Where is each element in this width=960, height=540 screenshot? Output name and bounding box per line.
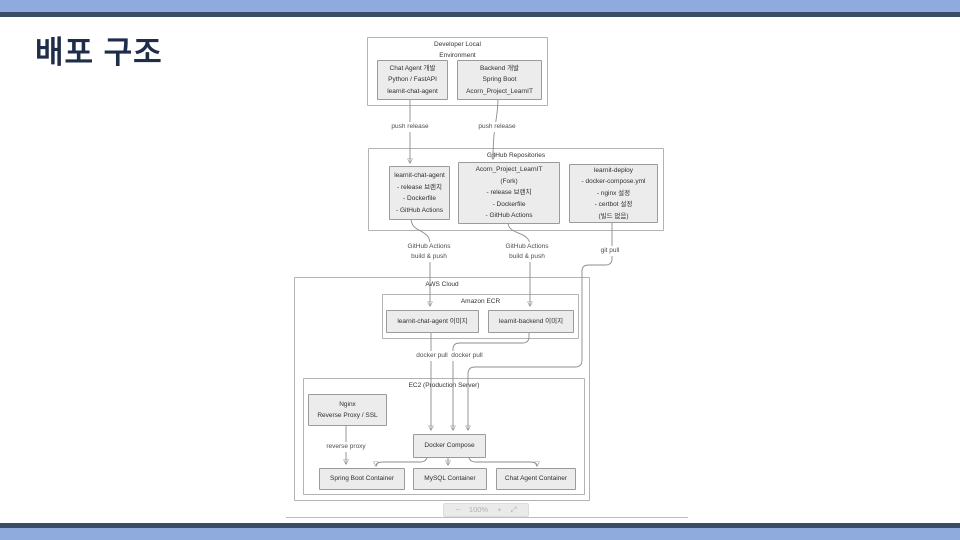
group-title: AWS Cloud: [425, 281, 459, 288]
label-github-actions-1: GitHub Actions build & push: [405, 242, 453, 262]
label-reverse-proxy: reverse proxy: [324, 442, 368, 452]
bottom-bar-light: [0, 528, 960, 540]
text-line: learnit-backend 이미지: [498, 317, 564, 325]
page-title: 배포 구조: [35, 35, 163, 70]
text-line: Spring Boot: [482, 76, 517, 84]
label-docker-pull-1: docker pull: [414, 351, 450, 361]
text-line: Python / FastAPI: [388, 76, 437, 84]
text-line: MySQL Container: [424, 475, 476, 483]
bottom-bar-accent: [0, 523, 960, 528]
text-line: Docker Compose: [424, 442, 475, 450]
text-line: Acorn_Project_LearnIT: [466, 87, 533, 95]
text-line: Acorn_Project_LearnIT: [475, 166, 543, 174]
text-line: Spring Boot Container: [330, 475, 394, 483]
node-repo-learnit-deploy: learnit-deploy - docker-compose.yml - ng…: [569, 164, 658, 223]
text-line: Backend 개발: [479, 64, 520, 72]
node-chat-agent-container: Chat Agent Container: [496, 468, 576, 490]
label-push-release-2: push release: [476, 122, 518, 132]
top-bar-light: [0, 0, 960, 12]
text-line: - Dockerfile: [403, 195, 436, 202]
text-line: GitHub Actions: [407, 243, 451, 250]
group-title: GitHub Repositories: [486, 152, 546, 159]
text-line: learnit-deploy: [593, 166, 634, 174]
group-title-line: Environment: [439, 51, 476, 59]
zoom-in-button[interactable]: +: [497, 505, 502, 514]
node-ecr-backend-image: learnit-backend 이미지: [488, 310, 574, 333]
text-line: Chat Agent 개발: [389, 64, 436, 72]
node-repo-acorn-project: Acorn_Project_LearnIT (Fork) - release 브…: [458, 162, 560, 224]
zoom-level: 100%: [468, 505, 489, 514]
node-nginx: Nginx Reverse Proxy / SSL: [308, 394, 387, 426]
text-line: GitHub Actions: [505, 243, 549, 250]
node-spring-boot-container: Spring Boot Container: [319, 468, 405, 490]
label-github-actions-2: GitHub Actions build & push: [503, 242, 551, 262]
text-line: - release 브랜치: [396, 183, 443, 191]
fullscreen-button[interactable]: ⤢: [510, 505, 517, 514]
zoom-controls: − 100% + ⤢: [443, 503, 529, 517]
text-line: Chat Agent Container: [504, 475, 568, 483]
label-git-pull: git pull: [598, 246, 622, 256]
label-push-release-1: push release: [389, 122, 431, 132]
text-line: learnit-chat-agent: [387, 87, 438, 95]
text-line: - GitHub Actions: [485, 212, 533, 220]
text-line: - certbot 설정: [594, 201, 633, 209]
text-line: build & push: [411, 253, 447, 260]
text-line: learnit-chat-agent: [394, 172, 445, 179]
group-title: Amazon ECR: [460, 298, 501, 305]
text-line: build & push: [509, 253, 545, 260]
node-backend-dev: Backend 개발 Spring Boot Acorn_Project_Lea…: [457, 60, 542, 100]
text-line: - nginx 설정: [596, 189, 631, 197]
text-line: (빌드 없음): [598, 212, 629, 220]
text-line: - GitHub Actions: [396, 206, 443, 214]
viewer-divider: [286, 517, 688, 518]
node-mysql-container: MySQL Container: [413, 468, 487, 490]
zoom-out-button[interactable]: −: [455, 505, 460, 514]
top-bar-accent: [0, 12, 960, 17]
text-line: learnit-chat-agent 이미지: [397, 317, 468, 325]
node-chat-agent-dev: Chat Agent 개발 Python / FastAPI learnit-c…: [377, 60, 448, 100]
node-docker-compose: Docker Compose: [413, 434, 486, 458]
group-title-line: Developer Local: [434, 41, 481, 48]
node-ecr-chat-agent-image: learnit-chat-agent 이미지: [386, 310, 479, 333]
text-line: Nginx: [339, 400, 356, 408]
text-line: - docker-compose.yml: [581, 178, 646, 186]
text-line: (Fork): [500, 177, 518, 185]
group-title: EC2 (Production Server): [408, 382, 480, 389]
group-title: Developer Local Environment: [368, 40, 547, 61]
label-docker-pull-2: docker pull: [449, 351, 485, 361]
text-line: - release 브랜치: [486, 189, 532, 197]
node-repo-learnit-chat-agent: learnit-chat-agent - release 브랜치 - Docke…: [389, 166, 450, 220]
text-line: - Dockerfile: [492, 200, 526, 208]
text-line: Reverse Proxy / SSL: [317, 412, 378, 419]
